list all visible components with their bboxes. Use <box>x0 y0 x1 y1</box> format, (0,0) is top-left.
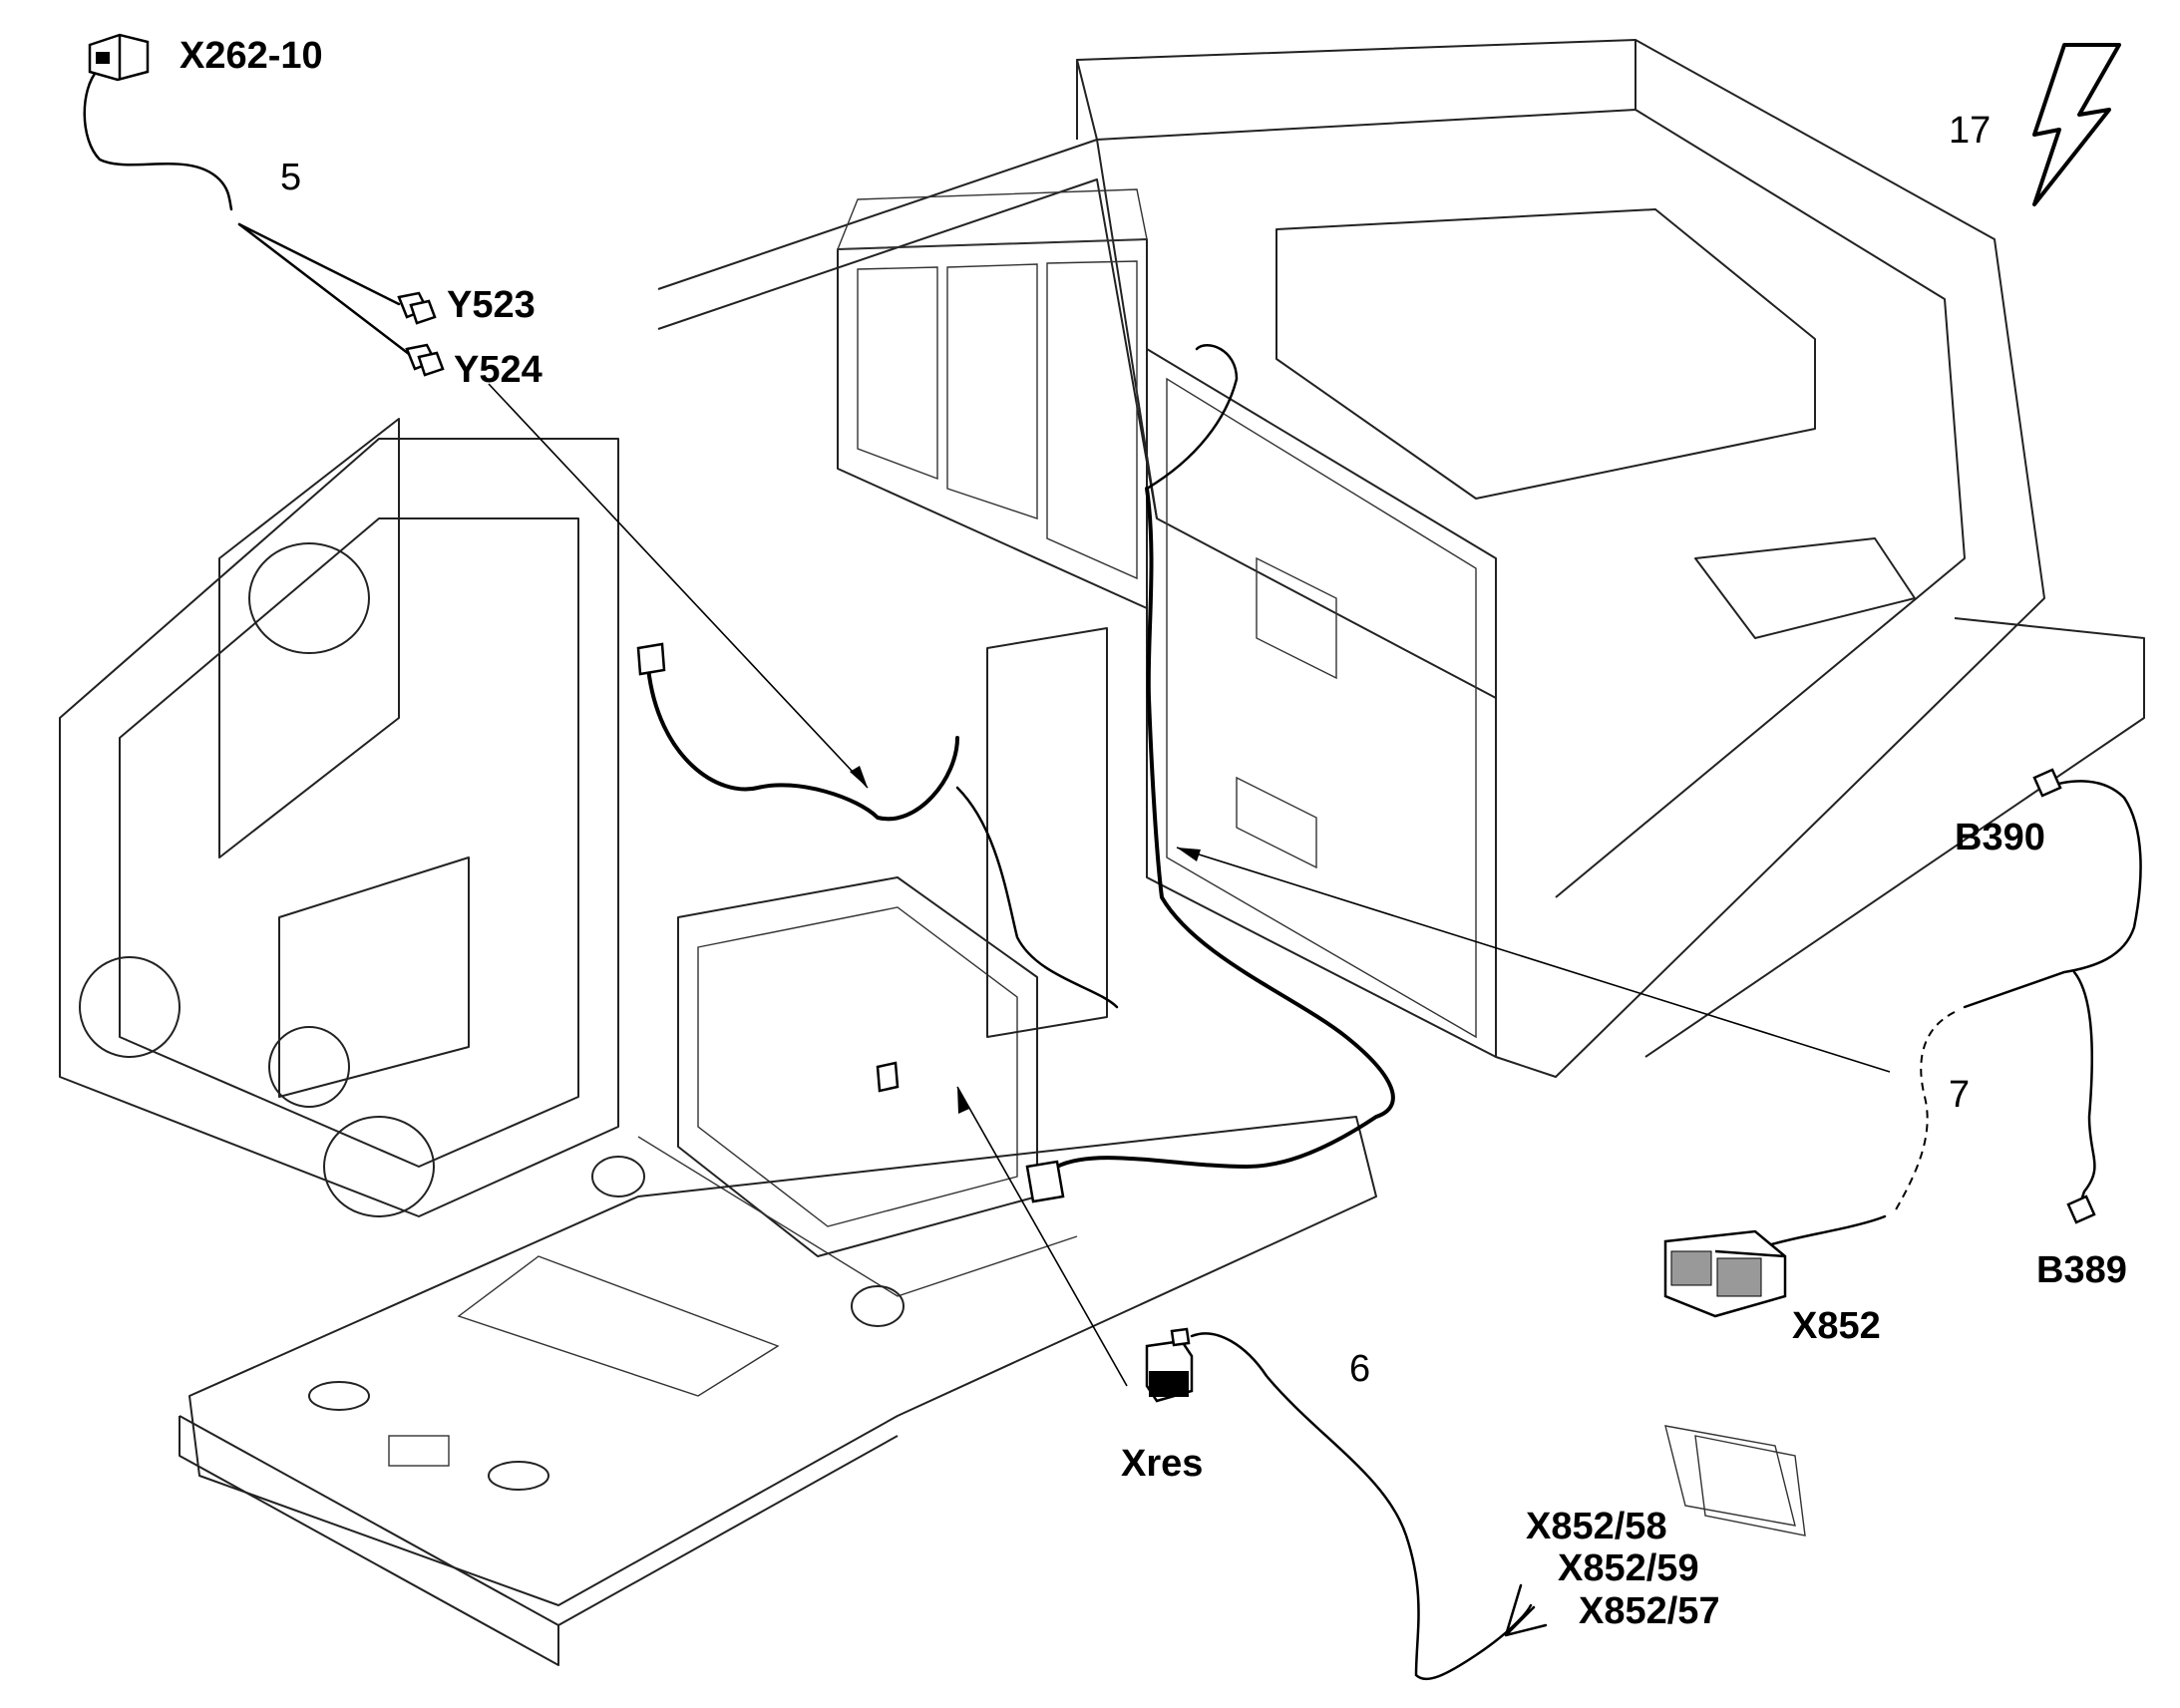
label-x852-59: X852/59 <box>1558 1547 1699 1589</box>
label-x852-57: X852/57 <box>1579 1590 1720 1632</box>
machine-frame <box>59 39 2145 1666</box>
label-b390: B390 <box>1955 817 2045 858</box>
callout-17: 17 <box>1949 110 1991 152</box>
harness-group <box>83 68 2142 1681</box>
leader-y524 <box>488 383 869 789</box>
arrow-xres <box>957 1087 969 1114</box>
label-x262-10: X262-10 <box>180 35 323 77</box>
arrow-7 <box>1177 848 1201 861</box>
callout-5: 5 <box>280 157 301 198</box>
connector-x852-shape <box>1663 1229 1787 1318</box>
lightning-bolt-icon <box>2032 43 2121 206</box>
label-x852-58: X852/58 <box>1526 1506 1667 1547</box>
callout-6: 6 <box>1349 1348 1370 1390</box>
connector-b390-shape <box>2032 768 2062 798</box>
leader-7 <box>1176 847 1891 1073</box>
arrow-y524 <box>850 766 868 788</box>
label-y523: Y523 <box>447 284 536 326</box>
connector-xres-shape <box>1145 1327 1194 1403</box>
label-y524: Y524 <box>454 349 543 391</box>
label-b389: B389 <box>2036 1249 2127 1291</box>
callout-7: 7 <box>1949 1074 1970 1116</box>
leader-lines <box>488 383 1891 1387</box>
connector-x262-10-shape <box>88 33 150 82</box>
label-xres: Xres <box>1121 1443 1203 1485</box>
connector-b389-shape <box>2066 1195 2096 1224</box>
arrow-heads <box>850 766 1201 1114</box>
connectors <box>88 33 2096 1403</box>
connector-y523-shape <box>397 291 437 325</box>
leader-xres <box>956 1086 1128 1387</box>
label-x852: X852 <box>1792 1305 1881 1347</box>
connector-y524-shape <box>405 343 445 377</box>
